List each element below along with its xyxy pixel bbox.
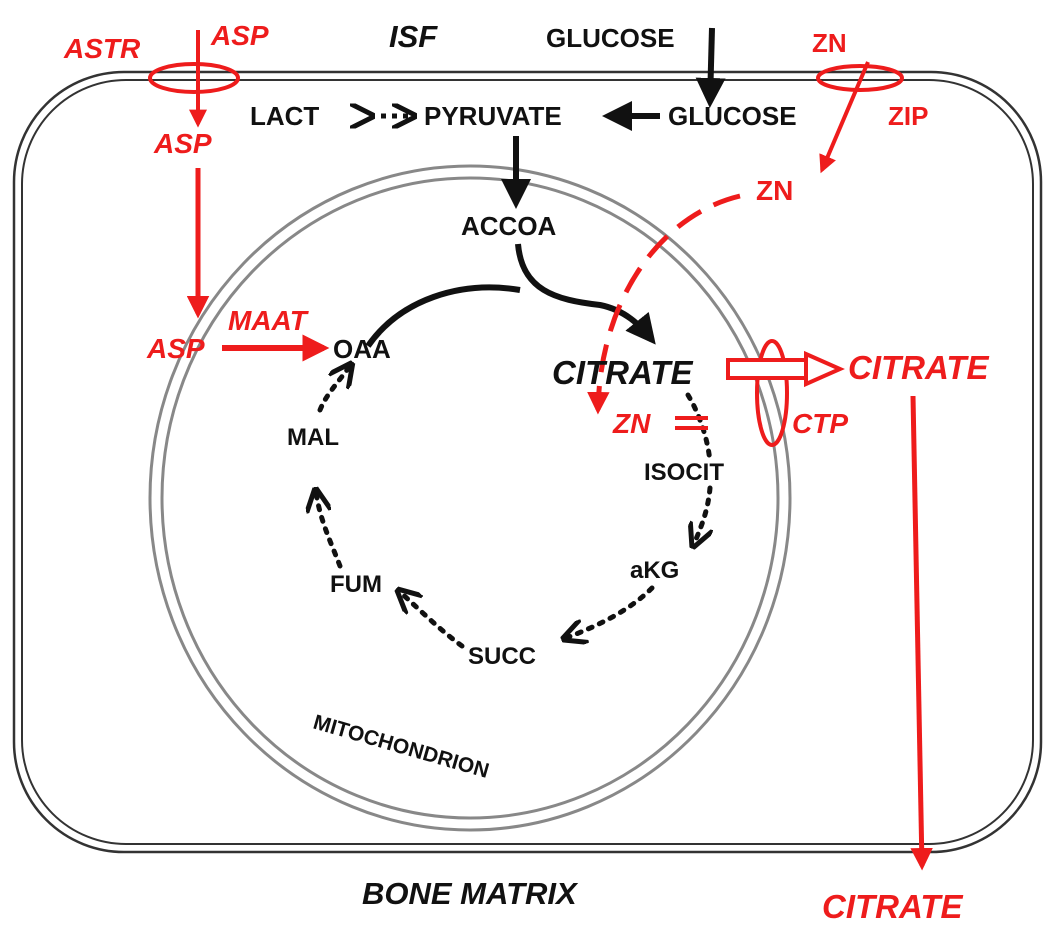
arrow-succ-to-fum [400,592,465,649]
arrow-fum-to-mal [316,492,343,569]
glucose-intracellular-label: GLUCOSE [668,101,797,131]
astr-transporter [148,62,240,94]
ctp-label: CTP [792,408,848,439]
arrow-mal-to-oaa [317,366,350,413]
glucose-extracellular-label: GLUCOSE [546,23,675,53]
lact-label: LACT [250,101,319,131]
mitochondrion-label: MITOCHONDRION [311,711,492,783]
arrow-glucose-entry [695,27,726,108]
akg-label: aKG [630,557,679,584]
mitochondrion-outer-membrane [148,164,792,832]
zip-label: ZIP [888,101,928,131]
oaa-label: OAA [333,334,391,364]
asp-extracellular-label: ASP [210,20,269,51]
arrow-zn-to-mito [587,193,741,415]
asp-intracellular-label: ASP [153,128,212,159]
arrow-isocit-to-akg [694,485,710,544]
maat-label: MAAT [228,305,310,336]
bone-matrix-label: BONE MATRIX [362,876,579,911]
cell-membrane-inner [21,79,1034,845]
accoa-label: ACCOA [461,211,557,241]
cell-membrane-outer [12,70,1043,854]
succ-label: SUCC [468,643,536,670]
asp-mito-label: ASP [146,333,205,364]
citrate-export-arrow-shaft [726,358,808,380]
zn-mito-label: ZN [612,408,651,439]
arrow-akg-to-succ [566,585,655,638]
isf-label: ISF [389,19,438,54]
arrow-zn-entry [819,61,870,174]
citrate-cytoplasmic-label: CITRATE [848,349,990,386]
arrow-citrate-to-bone-matrix [910,395,933,871]
pyruvate-label: PYRUVATE [424,101,562,131]
zn-intracellular-label: ZN [756,175,793,206]
citrate-mitochondrial-label: CITRATE [552,354,694,391]
zip-transporter [816,64,904,92]
ctp-transporter [755,339,789,447]
arrow-oaa-to-citrate [365,284,521,348]
zn-extracellular-label: ZN [812,28,847,58]
citrate-bone-matrix-label: CITRATE [822,888,964,925]
citrate-export-arrow-head [804,350,845,388]
mitochondrion-inner-membrane [160,176,780,820]
mal-label: MAL [287,424,339,451]
isocit-label: ISOCIT [644,459,724,486]
arrow-accoa-to-citrate [515,243,656,345]
fum-label: FUM [330,571,382,598]
astr-label: ASTR [63,33,141,64]
